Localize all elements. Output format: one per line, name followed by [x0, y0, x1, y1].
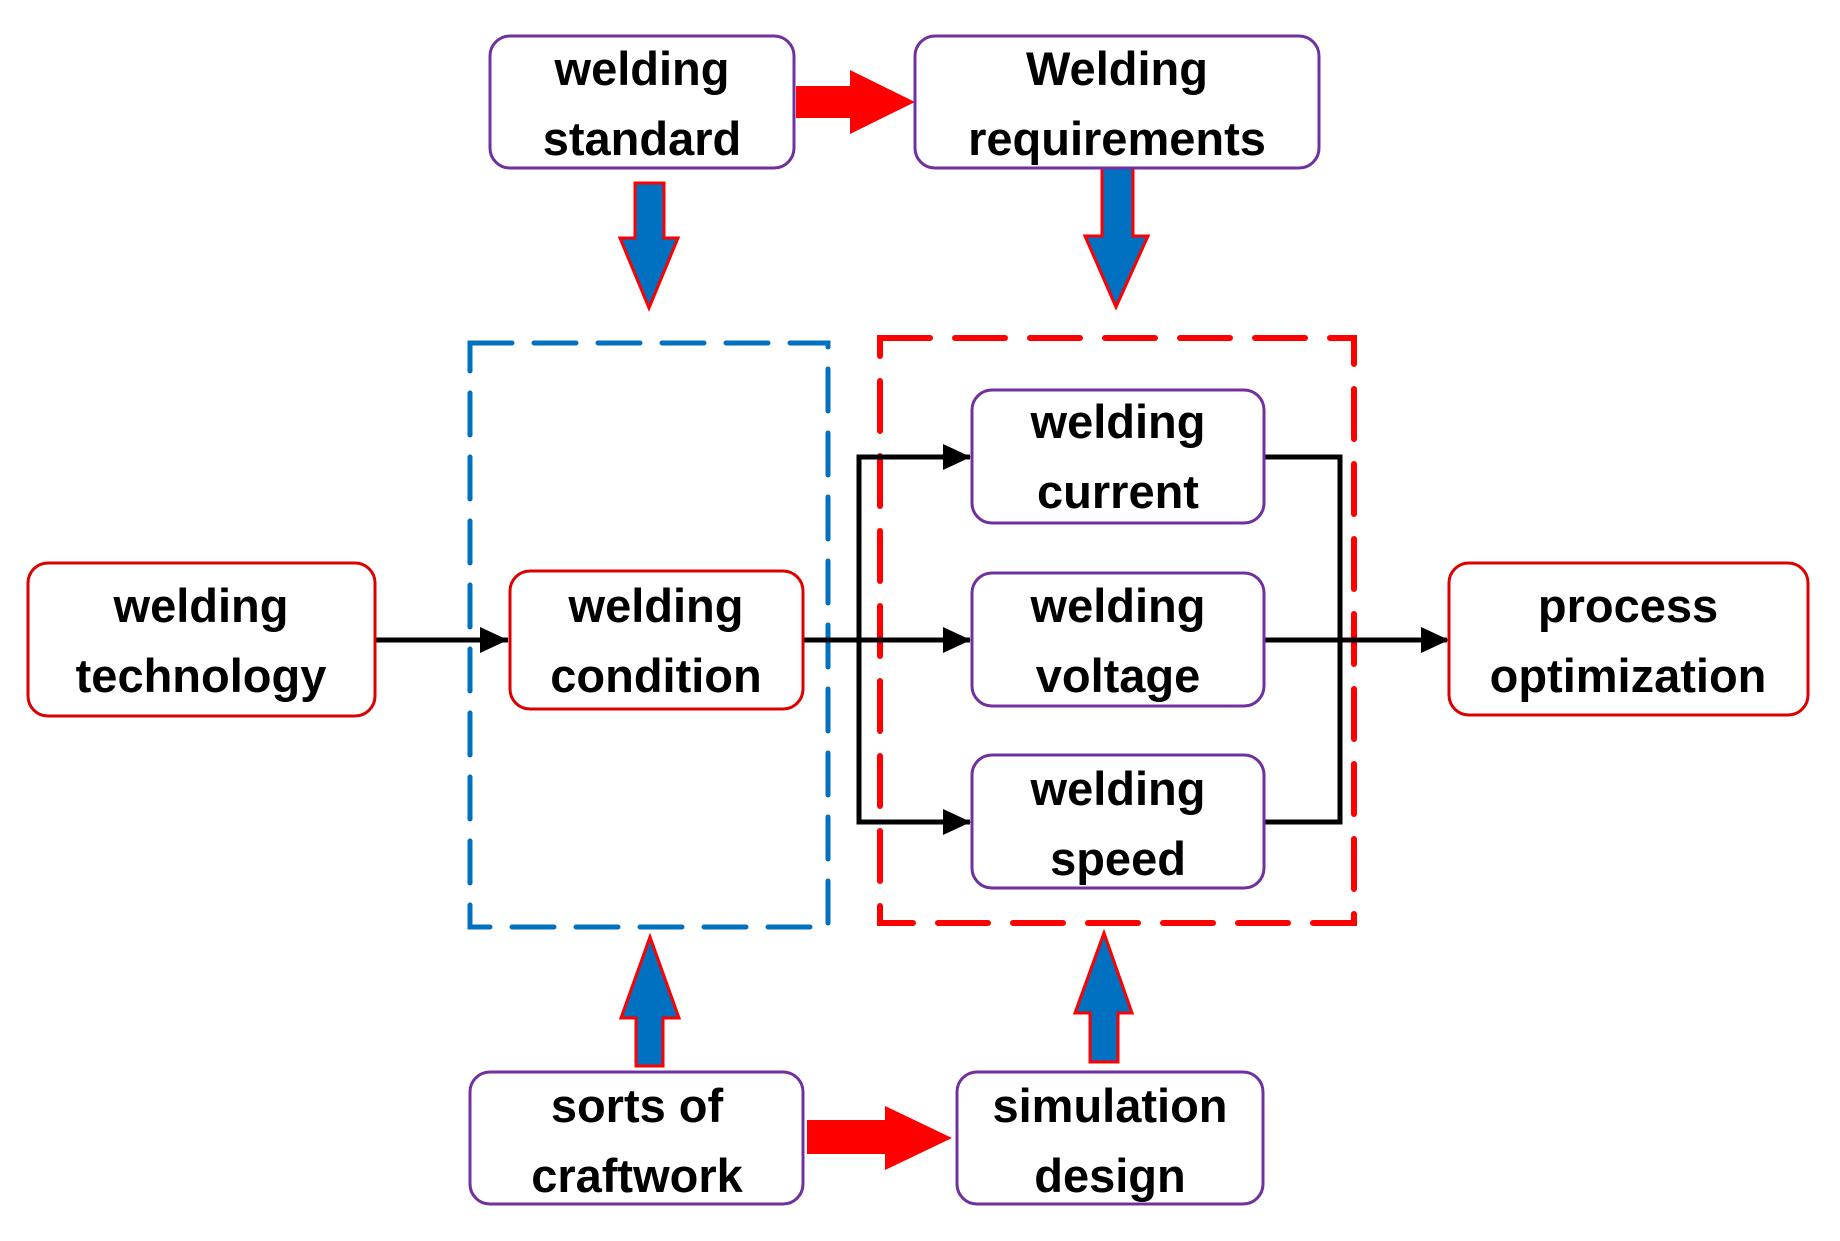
node-label-line: sorts of: [551, 1079, 724, 1132]
condition-group-box: [467, 340, 831, 930]
node-label-line: welding: [1030, 762, 1206, 815]
node-label-line: speed: [1050, 832, 1186, 885]
node-label-line: design: [1034, 1149, 1185, 1202]
node-welding-condition[interactable]: welding condition: [508, 569, 805, 711]
connectors: [375, 444, 1449, 835]
arrowhead-icon: [1421, 627, 1449, 653]
node-process-optimization[interactable]: process optimization: [1447, 561, 1810, 717]
node-label-line: welding: [568, 579, 744, 632]
node-label-line: optimization: [1490, 649, 1767, 702]
arrowhead-icon: [943, 809, 971, 835]
node-label-line: welding: [554, 42, 730, 95]
standard-down-arrow-icon: [617, 181, 681, 312]
node-welding-standard[interactable]: welding standard: [488, 34, 796, 170]
node-sorts-of-craftwork[interactable]: sorts of craftwork: [468, 1070, 805, 1206]
node-label-line: welding: [1030, 395, 1206, 448]
craftwork-up-arrow-icon: [618, 932, 682, 1068]
node-welding-current[interactable]: welding current: [970, 388, 1266, 525]
node-label-line: standard: [543, 112, 742, 165]
node-label-line: welding: [113, 579, 289, 632]
node-welding-technology[interactable]: welding technology: [26, 561, 377, 718]
node-label-line: current: [1037, 465, 1199, 518]
node-label-line: craftwork: [531, 1149, 743, 1202]
node-simulation-design[interactable]: simulation design: [955, 1070, 1265, 1206]
parameter-group-box: [877, 335, 1357, 926]
branch-to-speed: [856, 640, 970, 825]
node-label-line: technology: [76, 649, 327, 702]
standard-to-requirements-arrow-icon: [796, 70, 915, 134]
node-label-line: requirements: [968, 112, 1266, 165]
node-label-line: simulation: [992, 1079, 1227, 1132]
arrowhead-icon: [943, 627, 971, 653]
craftwork-to-simulation-arrow-icon: [807, 1106, 952, 1170]
arrowhead-icon: [480, 627, 508, 653]
node-welding-voltage[interactable]: welding voltage: [970, 571, 1266, 708]
node-label-line: process: [1538, 579, 1718, 632]
node-label-line: welding: [1030, 579, 1206, 632]
requirements-down-arrow-icon: [1082, 166, 1151, 311]
arrowhead-icon: [943, 444, 971, 470]
node-label-line: condition: [550, 649, 761, 702]
node-welding-requirements[interactable]: Welding requirements: [913, 34, 1321, 170]
node-label-line: voltage: [1036, 649, 1201, 702]
node-label-line: Welding: [1026, 42, 1208, 95]
node-welding-speed[interactable]: welding speed: [970, 753, 1266, 890]
simulation-up-arrow-icon: [1072, 928, 1135, 1064]
